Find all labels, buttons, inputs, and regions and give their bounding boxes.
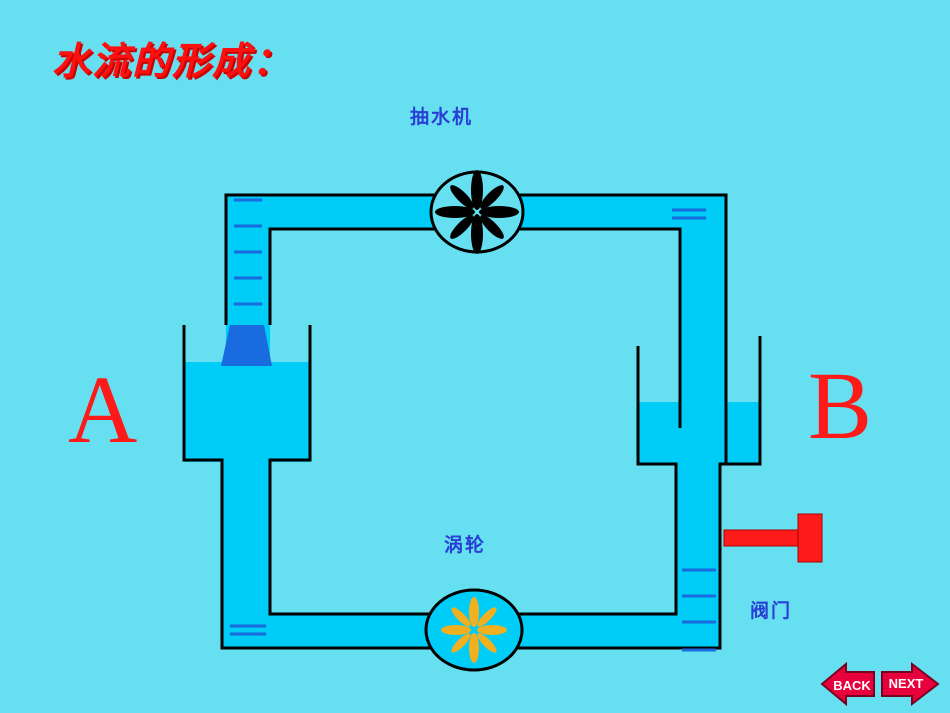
- nozzle: [221, 325, 272, 366]
- next-label: NEXT: [889, 676, 924, 691]
- valve-label: 阀门: [750, 600, 793, 622]
- pump-label: 抽水机: [410, 106, 474, 128]
- level-marks: [230, 198, 716, 652]
- next-button[interactable]: NEXT: [881, 661, 940, 707]
- tank-a-label: A: [68, 356, 138, 463]
- tank-b-label: B: [808, 352, 873, 459]
- valve-icon: [723, 513, 823, 563]
- turbine-label: 涡轮: [444, 534, 487, 556]
- pump-icon: [429, 170, 525, 254]
- back-button[interactable]: BACK: [820, 661, 875, 707]
- turbine-icon: [424, 588, 524, 672]
- page-title: 水流的形成：: [52, 38, 293, 83]
- back-label: BACK: [833, 678, 871, 693]
